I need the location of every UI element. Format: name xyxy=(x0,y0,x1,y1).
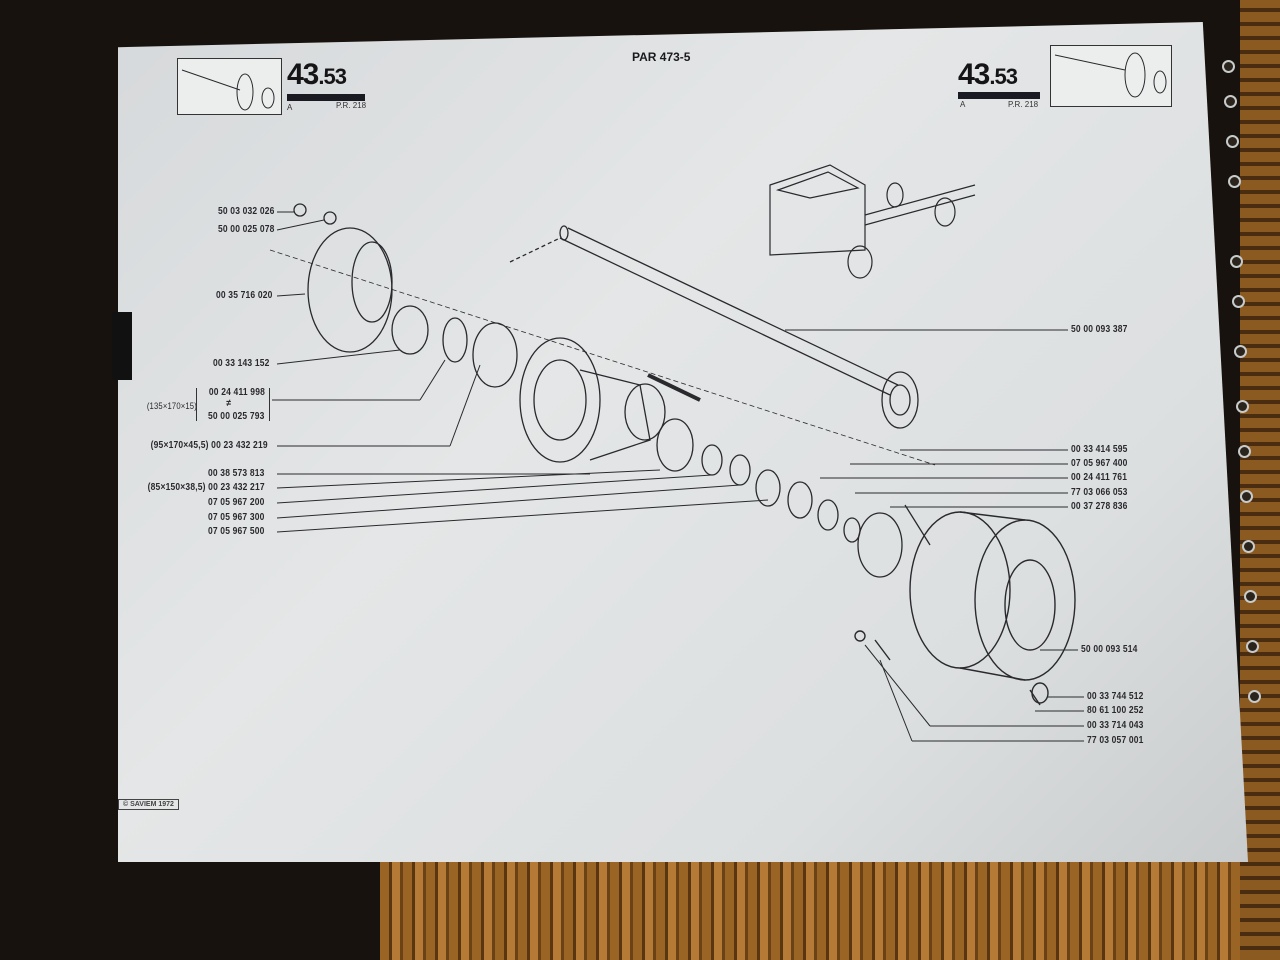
page-number-left: 43.53 xyxy=(287,58,347,91)
part-label: 50 00 025 078 xyxy=(218,224,275,235)
thumbnail-axle-icon xyxy=(181,52,1167,111)
wicker-background-right xyxy=(1240,0,1280,960)
part-label: 50 03 032 026 xyxy=(218,206,275,217)
part-label: 50 00 025 793 xyxy=(208,411,265,422)
part-label: 00 33 714 043 xyxy=(1087,720,1144,731)
part-label: 77 03 066 053 xyxy=(1071,487,1128,498)
part-label: 00 24 411 998 xyxy=(208,387,265,398)
part-label: 00 33 744 512 xyxy=(1087,691,1144,702)
brake-drum xyxy=(854,511,1076,706)
page-number-right: 43.53 xyxy=(958,58,1018,91)
part-label: 00 33 414 595 xyxy=(1071,444,1128,455)
leader-lines xyxy=(272,211,1084,742)
bracket xyxy=(196,388,270,421)
part-label: 00 33 143 152 xyxy=(213,358,270,369)
page-tab xyxy=(112,312,132,380)
part-label: (95×170×45,5) 00 23 432 219 xyxy=(150,440,268,451)
page-ref-left: P.R. 218 xyxy=(336,101,367,110)
part-label: 50 00 093 514 xyxy=(1081,644,1138,655)
page-bar-right xyxy=(958,92,1040,99)
page-bar-left xyxy=(287,94,365,101)
part-label: 00 38 573 813 xyxy=(208,468,265,479)
part-label: 00 35 716 020 xyxy=(216,290,273,301)
part-label: 07 05 967 400 xyxy=(1071,458,1128,469)
part-label: 00 37 278 836 xyxy=(1071,501,1128,512)
bearing-dimension: (135×170×15) xyxy=(146,401,197,411)
page-ref-right: P.R. 218 xyxy=(1008,100,1039,109)
part-label: 07 05 967 500 xyxy=(208,526,265,537)
part-label: 07 05 967 200 xyxy=(208,497,265,508)
axle-thumbnail-right xyxy=(1050,45,1172,107)
part-label: 77 03 057 001 xyxy=(1087,735,1144,746)
not-interchangeable-symbol: ≠ xyxy=(226,398,232,409)
part-label: 00 24 411 761 xyxy=(1071,472,1128,483)
page-letter-left: A xyxy=(287,103,293,112)
copyright-stamp: © SAVIEM 1972 xyxy=(118,799,179,810)
part-label: (85×150×38,5) 00 23 432 217 xyxy=(147,482,265,493)
wheel-hub xyxy=(519,337,931,578)
axle-shaft xyxy=(509,225,919,429)
truck-illustration xyxy=(769,164,976,279)
wicker-background xyxy=(380,860,1280,960)
page-letter-right: A xyxy=(960,100,966,109)
part-label: 07 05 967 300 xyxy=(208,512,265,523)
page-title: PAR 473-5 xyxy=(632,50,691,64)
part-label: 80 61 100 252 xyxy=(1087,705,1144,716)
hub-flange xyxy=(293,203,518,388)
catalog-page xyxy=(118,22,1248,862)
part-label: 50 00 093 387 xyxy=(1071,324,1128,335)
